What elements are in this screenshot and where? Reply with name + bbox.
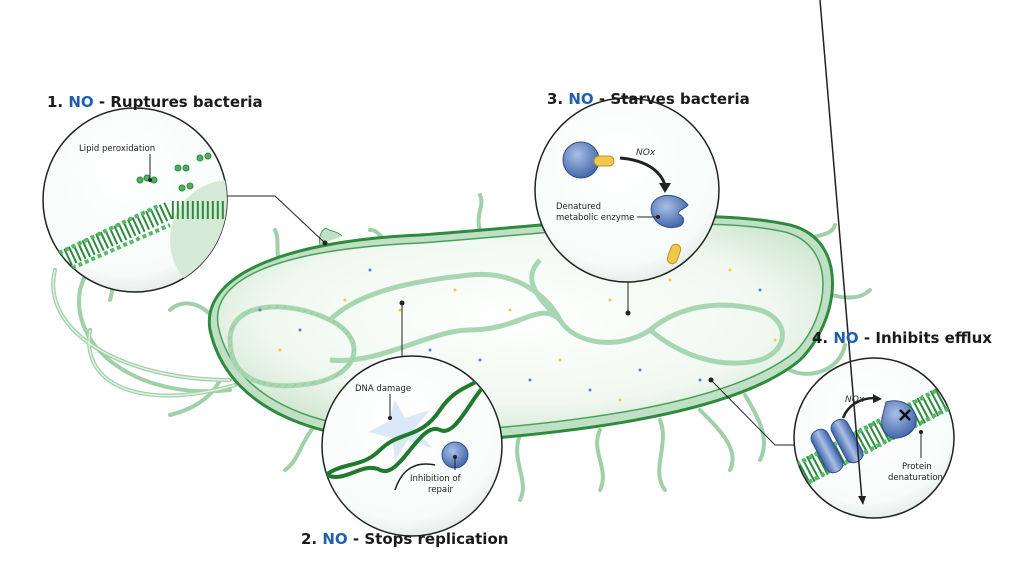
leader-lines xyxy=(227,195,794,446)
x-mark-icon xyxy=(899,409,911,421)
label-dna-damage: DNA damage xyxy=(355,384,411,394)
heading-panel-3: 3. NO - Starves bacteria xyxy=(547,90,750,108)
label-inhibition-of: Inhibition of xyxy=(410,474,462,484)
label-repair: repair xyxy=(428,485,454,495)
panel-inhibits-efflux: NOx Protein denaturation xyxy=(793,0,955,519)
dna-helix-icon xyxy=(322,358,502,482)
label-protein: Protein xyxy=(902,462,932,472)
panel-starves-bacteria: NOx Denatured metabolic enzyme xyxy=(534,97,720,283)
label-lipid-peroxidation: Lipid peroxidation xyxy=(79,144,155,154)
arrow-icon xyxy=(619,156,667,186)
cytoplasm-molecules xyxy=(258,248,777,402)
heading-panel-1: 1. NO - Ruptures bacteria xyxy=(47,93,263,111)
reagent-nox-efflux: NOx xyxy=(845,395,865,405)
reagent-nox: NOx xyxy=(636,148,656,158)
enzyme-icon xyxy=(562,141,615,179)
heading-panel-2: 2. NO - Stops replication xyxy=(301,530,508,548)
panel-stops-replication: DNA damage Inhibition of repair xyxy=(321,355,503,537)
label-metabolic-enzyme: metabolic enzyme xyxy=(556,213,634,223)
label-denaturation: denaturation xyxy=(888,473,943,483)
denatured-enzyme-icon xyxy=(650,194,689,229)
heading-panel-4: 4. NO - Inhibits efflux xyxy=(812,329,992,347)
label-denatured: Denatured xyxy=(556,202,601,212)
efflux-pump-icon xyxy=(810,400,917,474)
